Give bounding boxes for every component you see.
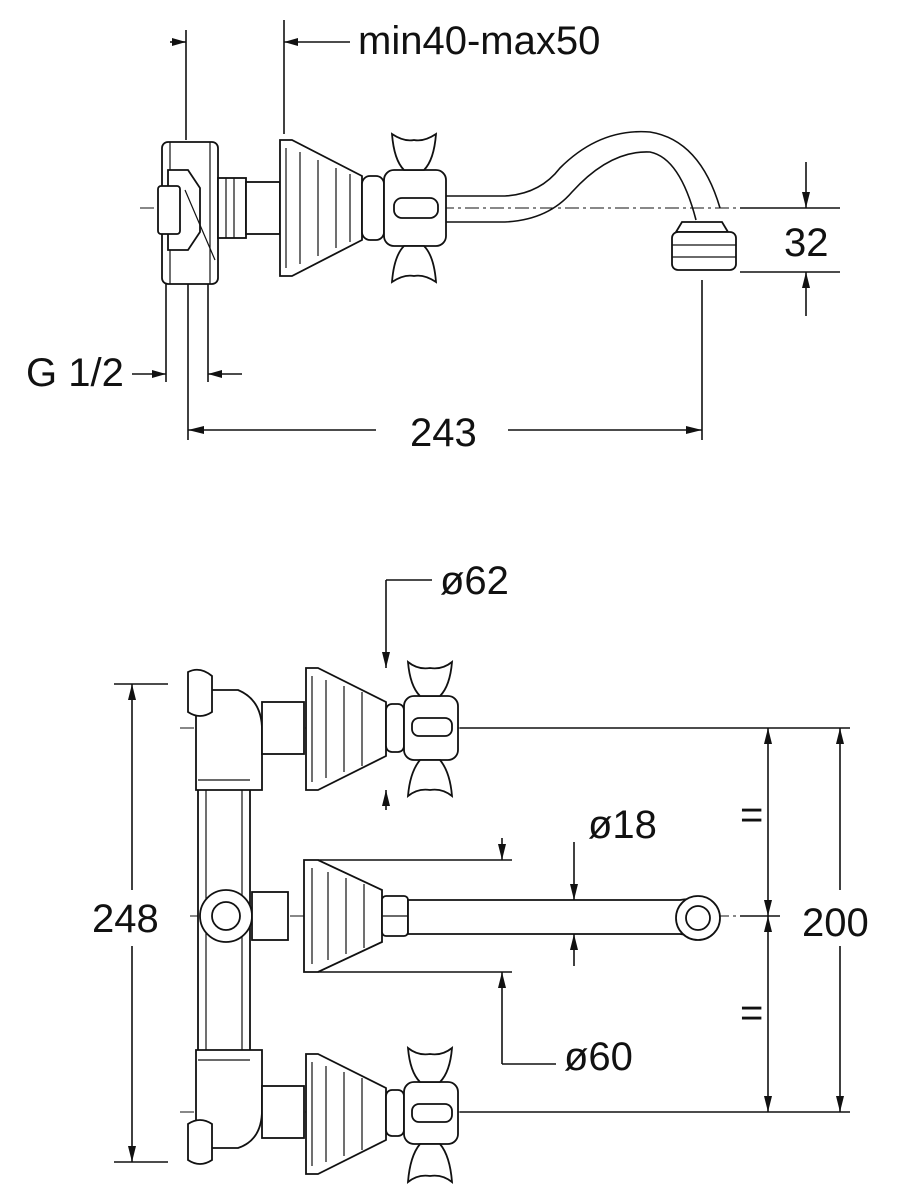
side-spout xyxy=(446,130,737,271)
handle-spacing-label: 200 xyxy=(802,901,869,945)
projection-dimension: 243 xyxy=(187,280,703,455)
center-rosette-diameter-label: ø60 xyxy=(564,1035,633,1079)
spout-height-label: 32 xyxy=(784,221,829,265)
center-rosette-diameter-dimension: ø60 xyxy=(318,838,633,1079)
overall-height-dimension: 248 xyxy=(92,683,168,1163)
wall-body xyxy=(157,141,219,285)
wall-depth-label: min40-max50 xyxy=(358,19,600,63)
spout-height-dimension: 32 xyxy=(740,162,840,316)
overall-height-label: 248 xyxy=(92,897,159,941)
thread-label: G 1/2 xyxy=(26,351,124,395)
rosette-diameter-dimension: ø62 xyxy=(382,559,509,810)
spout-diameter-label: ø18 xyxy=(588,803,657,847)
rosette-diameter-label: ø62 xyxy=(440,559,509,603)
lower-valve xyxy=(261,1045,459,1184)
thread-dimension: G 1/2 xyxy=(26,284,242,395)
handle-spacing-dimension: 200 = = xyxy=(460,727,869,1113)
front-view: ø62 ø18 ø60 248 xyxy=(92,559,869,1184)
side-view: min40-max50 G 1/2 243 xyxy=(26,19,840,455)
projection-label: 243 xyxy=(410,411,477,455)
center-spout-assembly xyxy=(199,859,721,973)
equal-spacing-upper-mark: = xyxy=(740,793,763,837)
spout-diameter-dimension: ø18 xyxy=(570,803,657,966)
wall-depth-dimension: min40-max50 xyxy=(170,19,600,140)
threaded-connector xyxy=(217,177,281,239)
upper-valve xyxy=(261,659,459,799)
side-rosette xyxy=(279,139,363,277)
side-cross-handle xyxy=(361,132,447,284)
equal-spacing-lower-mark: = xyxy=(740,991,763,1035)
